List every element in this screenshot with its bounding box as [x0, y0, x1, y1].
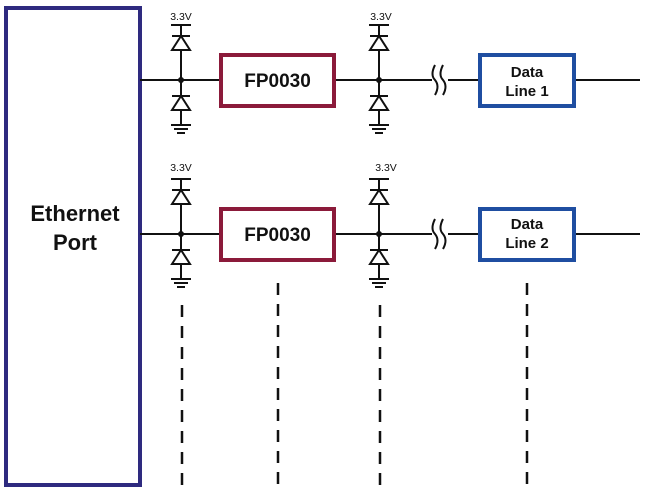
protector-box-2	[219, 207, 336, 262]
ethernet-port-label-line1: Ethernet	[30, 201, 120, 226]
line-break-icon	[431, 218, 447, 250]
data-line-box-1	[478, 53, 576, 108]
supply-label: 3.3V	[370, 11, 392, 23]
protector-box-1	[219, 53, 336, 108]
data-line-label-1-line2: Line 1	[505, 83, 548, 100]
data-line-label-1-line1: Data	[511, 64, 544, 81]
channel-1: 3.3V FP0030 3.3V Data Line 1	[140, 11, 640, 134]
continuation-lines	[180, 283, 529, 485]
protector-label-1: FP0030	[244, 71, 311, 92]
supply-label: 3.3V	[170, 11, 192, 23]
ethernet-port-label-line2: Port	[53, 230, 98, 255]
channel-2: 3.3V FP0030 3.3V Data Line 2	[140, 162, 640, 288]
line-break-icon	[431, 64, 447, 96]
ethernet-port: Ethernet Port	[4, 6, 142, 487]
data-line-box-2	[478, 207, 576, 262]
supply-label: 3.3V	[170, 162, 192, 174]
data-line-label-2-line2: Line 2	[505, 235, 548, 252]
supply-label: 3.3V	[375, 162, 397, 174]
data-line-label-2-line1: Data	[511, 216, 544, 233]
protector-label-2: FP0030	[244, 225, 311, 246]
